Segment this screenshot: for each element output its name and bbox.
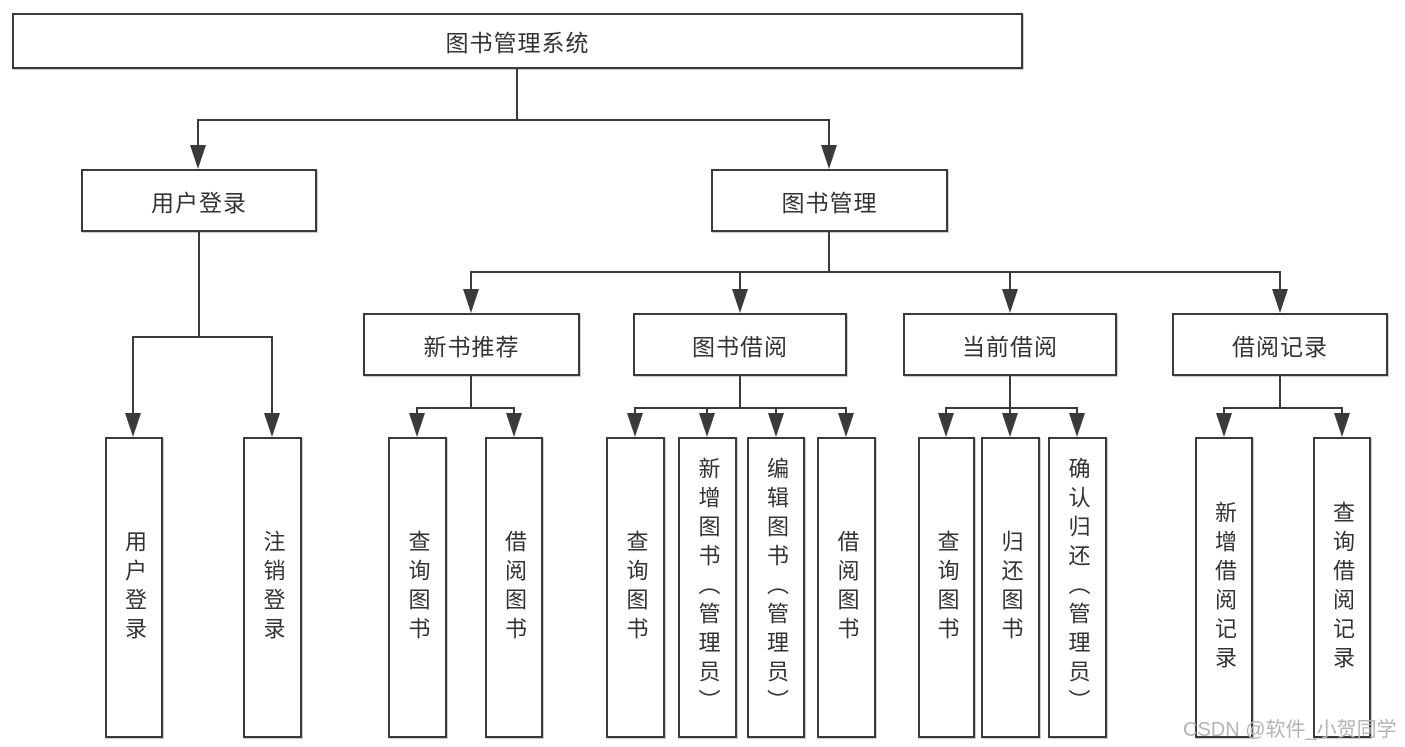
arrow-down-icon xyxy=(1002,289,1018,313)
leaf-borrow-book-label: 借阅图书 xyxy=(834,529,860,646)
leaf-add-book-admin-label: 新增图书（管理员） xyxy=(695,457,721,718)
connector-stem xyxy=(945,407,947,416)
node-user-login-label: 用户登录 xyxy=(151,189,247,216)
connector-stem xyxy=(1279,271,1281,291)
connector-root-stub xyxy=(516,69,518,120)
node-new-book-recommend: 新书推荐 xyxy=(363,313,580,376)
connector-stem xyxy=(470,271,472,291)
arrow-down-icon xyxy=(409,413,425,437)
arrow-down-icon xyxy=(1334,413,1350,437)
node-borrow-records-label: 借阅记录 xyxy=(1232,333,1328,360)
node-library-system: 图书管理系统 xyxy=(12,13,1023,69)
connector-new-book-rail xyxy=(416,407,515,409)
connector-stem xyxy=(1009,271,1011,291)
node-book-borrow-label: 图书借阅 xyxy=(692,333,788,360)
leaf-query-book-borrow: 查询图书 xyxy=(606,437,665,738)
connector-stem xyxy=(775,407,777,416)
connector-stem xyxy=(1223,407,1225,416)
node-book-management: 图书管理 xyxy=(711,169,948,232)
leaf-query-borrow-record-label: 查询借阅记录 xyxy=(1330,500,1355,675)
connector-stem xyxy=(197,119,199,147)
leaf-user-login: 用户登录 xyxy=(105,437,163,738)
connector-book-management-stub xyxy=(828,232,830,273)
connector-level1-rail xyxy=(197,119,830,121)
leaf-return-book: 归还图书 xyxy=(981,437,1040,738)
connector-stem xyxy=(634,407,636,416)
arrow-down-icon xyxy=(838,413,854,437)
connector-stem xyxy=(1076,407,1078,416)
leaf-query-book-borrow-label: 查询图书 xyxy=(623,529,649,646)
connector-book-borrow-stub xyxy=(739,376,741,408)
arrow-down-icon xyxy=(821,145,837,169)
leaf-edit-book-admin-label: 编辑图书（管理员） xyxy=(764,457,789,718)
leaf-query-borrow-record: 查询借阅记录 xyxy=(1313,437,1371,738)
arrow-down-icon xyxy=(938,413,954,437)
connector-stem xyxy=(1341,407,1343,416)
leaf-edit-book-admin: 编辑图书（管理员） xyxy=(747,437,805,738)
connector-stem xyxy=(513,407,515,416)
connector-level2-rail xyxy=(470,271,1281,273)
connector-current-borrow-stub xyxy=(1009,376,1011,408)
arrow-down-icon xyxy=(264,413,280,437)
leaf-user-login-label: 用户登录 xyxy=(122,529,147,646)
csdn-watermark: CSDN @软件_小贺同学 xyxy=(1183,719,1397,741)
connector-stem xyxy=(739,271,741,291)
connector-borrow-records-stub xyxy=(1279,376,1281,408)
connector-book-borrow-rail xyxy=(634,407,847,409)
leaf-query-book-current: 查询图书 xyxy=(918,437,975,738)
leaf-logout: 注销登录 xyxy=(243,437,302,738)
node-current-borrow-label: 当前借阅 xyxy=(962,333,1058,360)
leaf-borrow-book-recommend: 借阅图书 xyxy=(485,437,543,738)
arrow-down-icon xyxy=(190,145,206,169)
leaf-return-book-label: 归还图书 xyxy=(998,529,1024,646)
arrow-down-icon xyxy=(699,413,715,437)
leaf-query-book-recommend-label: 查询图书 xyxy=(405,529,431,646)
connector-user-login-stub xyxy=(198,232,200,338)
node-current-borrow: 当前借阅 xyxy=(903,313,1117,376)
leaf-confirm-return-admin-label: 确认归还（管理员） xyxy=(1065,457,1091,718)
connector-new-book-stub xyxy=(470,376,472,408)
arrow-down-icon xyxy=(506,413,522,437)
connector-stem xyxy=(416,407,418,416)
arrow-down-icon xyxy=(627,413,643,437)
node-book-borrow: 图书借阅 xyxy=(633,313,847,376)
connector-stem xyxy=(845,407,847,416)
leaf-add-borrow-record-label: 新增借阅记录 xyxy=(1212,500,1237,675)
node-borrow-records: 借阅记录 xyxy=(1172,313,1388,376)
node-book-management-label: 图书管理 xyxy=(781,189,878,216)
connector-current-borrow-rail xyxy=(945,407,1078,409)
leaf-query-book-recommend: 查询图书 xyxy=(388,437,447,738)
node-user-login: 用户登录 xyxy=(81,169,317,232)
arrow-down-icon xyxy=(1272,289,1288,313)
node-library-system-label: 图书管理系统 xyxy=(445,30,590,56)
arrow-down-icon xyxy=(125,413,141,437)
leaf-logout-label: 注销登录 xyxy=(260,529,286,646)
connector-stem xyxy=(706,407,708,416)
arrow-down-icon xyxy=(732,289,748,313)
leaf-add-book-admin: 新增图书（管理员） xyxy=(678,437,737,738)
connector-user-login-rail xyxy=(132,336,273,338)
leaf-confirm-return-admin: 确认归还（管理员） xyxy=(1048,437,1107,738)
leaf-add-borrow-record: 新增借阅记录 xyxy=(1195,437,1253,738)
leaf-borrow-book-recommend-label: 借阅图书 xyxy=(502,529,527,646)
node-new-book-recommend-label: 新书推荐 xyxy=(423,333,520,360)
leaf-query-book-current-label: 查询图书 xyxy=(934,529,960,646)
arrow-down-icon xyxy=(1002,413,1018,437)
leaf-borrow-book: 借阅图书 xyxy=(817,437,876,738)
arrow-down-icon xyxy=(1216,413,1232,437)
arrow-down-icon xyxy=(1069,413,1085,437)
connector-stem xyxy=(271,336,273,415)
arrow-down-icon xyxy=(768,413,784,437)
connector-stem xyxy=(1009,407,1011,416)
arrow-down-icon xyxy=(463,289,479,313)
connector-borrow-records-rail xyxy=(1223,407,1343,409)
connector-stem xyxy=(828,119,830,147)
connector-stem xyxy=(132,336,134,415)
